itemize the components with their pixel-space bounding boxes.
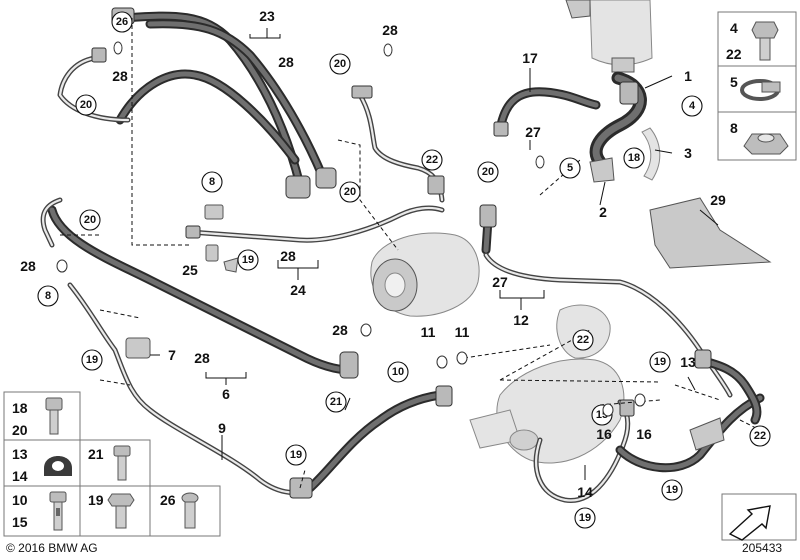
label-23: 23 xyxy=(259,8,275,24)
pressure-line-9 xyxy=(67,282,453,499)
callout-20: 20 xyxy=(344,186,356,198)
callout-21: 21 xyxy=(330,396,342,408)
nut-icon xyxy=(743,133,789,155)
label-6: 6 xyxy=(222,386,230,402)
label-28: 28 xyxy=(280,248,296,264)
callout-19: 19 xyxy=(579,512,591,524)
legend-right-4: 4 xyxy=(730,20,738,36)
leader-lines xyxy=(150,28,719,480)
callout-19: 19 xyxy=(666,484,678,496)
callout-8: 8 xyxy=(209,176,215,188)
cover-29 xyxy=(649,197,772,269)
o-rings xyxy=(56,41,646,417)
return-hose-group xyxy=(111,7,337,199)
label-7: 7 xyxy=(168,347,176,363)
label-16: 16 xyxy=(596,426,612,442)
bracket-3 xyxy=(641,127,661,181)
legend-bottom-13: 13 xyxy=(12,446,28,462)
callout-20: 20 xyxy=(84,214,96,226)
legend-bottom-10: 10 xyxy=(12,492,28,508)
legend-right: 4 22 5 8 xyxy=(717,11,797,161)
copyright: © 2016 BMW AG xyxy=(6,541,98,555)
callout-4: 4 xyxy=(689,100,696,112)
power-steering-pump xyxy=(370,232,480,317)
label-27: 27 xyxy=(525,124,541,140)
return-line-14 xyxy=(533,349,765,503)
clamp-8-upper xyxy=(204,204,224,220)
legend-bottom: 18 20 13 14 21 10 15 19 xyxy=(3,391,221,537)
callout-22: 22 xyxy=(754,430,766,442)
callout-22: 22 xyxy=(577,334,589,346)
legend-bottom-15: 15 xyxy=(12,514,28,530)
hose-clamp-icon xyxy=(740,79,781,101)
direction-arrow-icon xyxy=(721,493,797,541)
part-number-labels: 23 28 28 28 17 1 27 3 2 29 28 24 25 28 7… xyxy=(20,8,726,500)
socket-bolt-icon xyxy=(45,397,63,435)
fitting-25 xyxy=(205,244,239,273)
label-29: 29 xyxy=(710,192,726,208)
pressure-line-6 xyxy=(40,197,359,379)
callout-20: 20 xyxy=(80,99,92,111)
callout-19: 19 xyxy=(242,254,254,266)
label-27: 27 xyxy=(492,274,508,290)
callout-circles: 26 20 20 20 22 8 19 20 8 19 21 10 19 5 2… xyxy=(37,11,771,529)
pipe-center-top xyxy=(185,85,445,243)
callout-10: 10 xyxy=(392,366,404,378)
legend-bottom-18: 18 xyxy=(12,400,28,416)
callout-19: 19 xyxy=(86,354,98,366)
grommet-icon xyxy=(44,456,72,476)
label-25: 25 xyxy=(182,262,198,278)
label-14: 14 xyxy=(577,484,593,500)
label-17: 17 xyxy=(522,50,538,66)
label-9: 9 xyxy=(218,420,226,436)
label-16: 16 xyxy=(636,426,652,442)
callout-26: 26 xyxy=(116,16,128,28)
label-28: 28 xyxy=(194,350,210,366)
label-11: 11 xyxy=(455,324,470,340)
callout-22: 22 xyxy=(426,154,438,166)
label-3: 3 xyxy=(684,145,692,161)
label-28: 28 xyxy=(112,68,128,84)
callout-19: 19 xyxy=(290,449,302,461)
callout-18: 18 xyxy=(628,152,640,164)
callout-20: 20 xyxy=(334,58,346,70)
suction-hose-1 xyxy=(589,71,647,183)
flange-bolt-icon xyxy=(107,493,135,529)
reservoir xyxy=(565,0,653,73)
label-11: 11 xyxy=(421,324,436,340)
label-28: 28 xyxy=(20,258,36,274)
legend-bottom-26: 26 xyxy=(160,492,176,508)
legend-bottom-19: 19 xyxy=(88,492,104,508)
legend-right-22: 22 xyxy=(726,46,742,62)
label-28: 28 xyxy=(382,22,398,38)
hose-17 xyxy=(493,87,601,137)
label-12: 12 xyxy=(513,312,529,328)
legend-bottom-21: 21 xyxy=(88,446,104,462)
label-1: 1 xyxy=(684,68,692,84)
bolt-icon xyxy=(751,21,779,61)
label-28: 28 xyxy=(278,54,294,70)
legend-bottom-14: 14 xyxy=(12,468,28,484)
label-28: 28 xyxy=(332,322,348,338)
pipe-upper-left xyxy=(57,47,131,123)
label-13: 13 xyxy=(680,354,696,370)
callout-20: 20 xyxy=(482,166,494,178)
legend-right-5: 5 xyxy=(730,74,738,90)
callout-19: 19 xyxy=(654,356,666,368)
label-2: 2 xyxy=(599,204,607,220)
torx-bolt-icon xyxy=(181,492,199,529)
callout-5: 5 xyxy=(567,162,573,174)
label-24: 24 xyxy=(290,282,306,298)
hex-bolt-icon xyxy=(113,445,131,481)
bracket-7 xyxy=(125,337,151,359)
diagram-id: 205433 xyxy=(742,541,782,555)
legend-bottom-20: 20 xyxy=(12,422,28,438)
legend-right-8: 8 xyxy=(730,120,738,136)
banjo-bolt-icon xyxy=(49,491,67,531)
pressure-line-12 xyxy=(479,204,733,398)
callout-8: 8 xyxy=(45,290,51,302)
